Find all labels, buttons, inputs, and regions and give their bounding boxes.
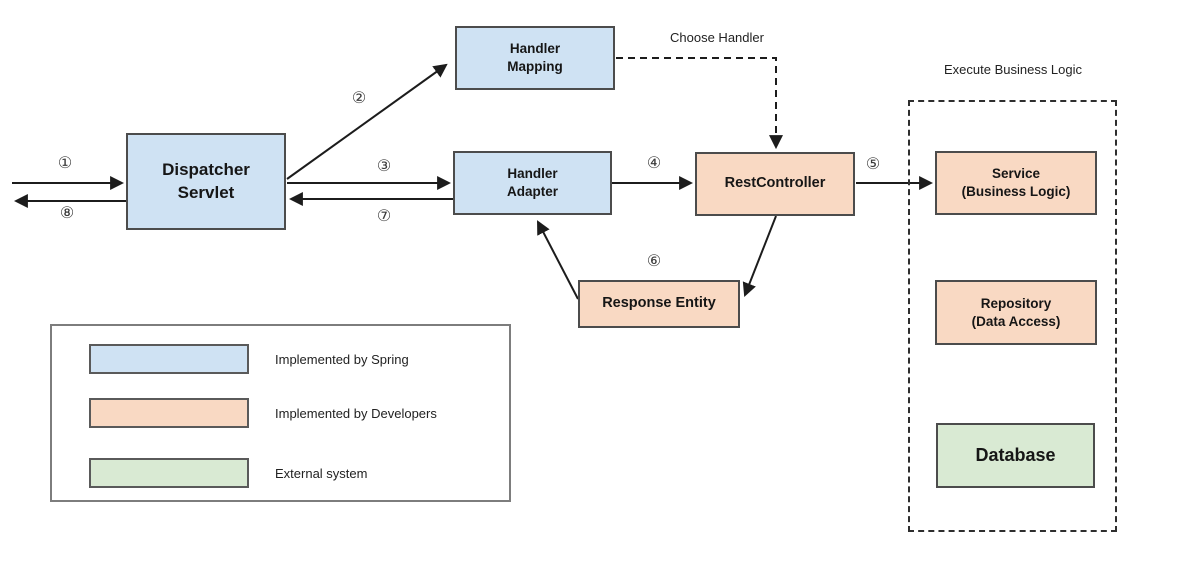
execute-business-logic-group [908, 100, 1117, 532]
step-badge-6: ⑥ [646, 253, 662, 270]
step-badge-5: ⑤ [865, 156, 881, 173]
step-badge-1: ① [57, 155, 73, 172]
legend-label-external: External system [275, 465, 368, 481]
execute-business-logic-label: Execute Business Logic [943, 62, 1083, 77]
node-database: Database [936, 423, 1095, 488]
arrow-step-2-to-handler-mapping [286, 63, 448, 180]
legend: Implemented by Spring Implemented by Dev… [50, 324, 511, 502]
legend-item-external: External system [89, 458, 367, 488]
step-badge-3: ③ [376, 158, 392, 175]
arrow-choose-handler-dashed [616, 57, 783, 150]
node-handler-adapter: Handler Adapter [453, 151, 612, 215]
legend-label-developers: Implemented by Developers [275, 405, 437, 421]
step-badge-8: ⑧ [59, 205, 75, 222]
legend-item-developers: Implemented by Developers [89, 398, 437, 428]
step-badge-4: ④ [646, 155, 662, 172]
legend-swatch-spring [89, 344, 249, 374]
legend-label-spring: Implemented by Spring [275, 351, 409, 367]
node-handler-mapping: Handler Mapping [455, 26, 615, 90]
node-repository: Repository (Data Access) [935, 280, 1097, 345]
legend-swatch-external [89, 458, 249, 488]
node-rest-controller: RestController [695, 152, 855, 216]
node-dispatcher-servlet: Dispatcher Servlet [126, 133, 286, 230]
node-service: Service (Business Logic) [935, 151, 1097, 215]
arrow-step-6-response-entity-to-handler-adapter [537, 220, 579, 300]
step-badge-7: ⑦ [376, 208, 392, 225]
choose-handler-label: Choose Handler [670, 30, 764, 45]
arrow-rest-controller-to-response-entity [742, 215, 777, 297]
legend-item-spring: Implemented by Spring [89, 344, 409, 374]
node-response-entity: Response Entity [578, 280, 740, 328]
step-badge-2: ② [351, 90, 367, 107]
legend-swatch-developers [89, 398, 249, 428]
